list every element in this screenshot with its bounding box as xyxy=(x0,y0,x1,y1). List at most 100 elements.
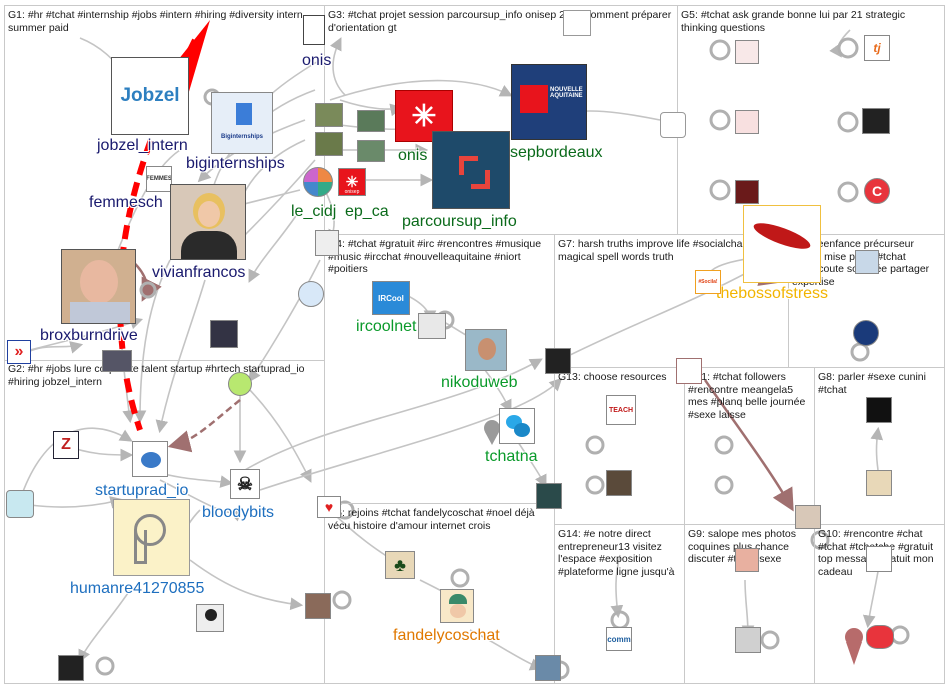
nikoduweb-avatar[interactable] xyxy=(465,329,507,371)
avatar-node[interactable] xyxy=(210,320,238,348)
avatar-node[interactable] xyxy=(418,313,446,339)
z-logo-node[interactable]: Z xyxy=(53,431,79,459)
avatar-node[interactable] xyxy=(315,230,339,256)
avatar-node[interactable] xyxy=(563,10,591,36)
edge xyxy=(78,589,131,663)
humanre-avatar[interactable] xyxy=(113,499,190,576)
biginternships-avatar[interactable]: Biginternships xyxy=(211,92,273,154)
double-chevron-icon: » xyxy=(14,343,24,360)
node-placeholder xyxy=(709,179,731,201)
heart-logo-node[interactable]: ♥ xyxy=(317,496,341,518)
jobzel-intern-avatar[interactable]: Jobzel xyxy=(111,57,189,135)
avatar-node[interactable] xyxy=(866,397,892,423)
edge xyxy=(167,399,241,453)
seal-logo-node[interactable] xyxy=(853,320,879,346)
tj-logo-node[interactable]: tj xyxy=(864,35,890,61)
avatar-node[interactable] xyxy=(660,112,686,138)
tree-avatar[interactable]: ♣ xyxy=(385,551,415,579)
avatar-node[interactable] xyxy=(305,593,331,619)
ircoolnet-logo-text: IRCool xyxy=(378,293,404,303)
lime-logo-node[interactable] xyxy=(228,372,252,396)
group-label-g2: G2: #hr #jobs lure corporate talent star… xyxy=(8,363,305,388)
teach-logo-node[interactable]: TEACH xyxy=(606,395,636,425)
cap-icon xyxy=(449,594,467,604)
avatar-node[interactable] xyxy=(102,350,132,372)
onis-top-avatar[interactable] xyxy=(303,15,325,45)
avatar-node[interactable] xyxy=(606,470,632,496)
tj-logo-text: tj xyxy=(873,41,881,55)
group-label-g3: G3: #tchat projet session parcoursup_inf… xyxy=(328,9,672,34)
onisep-small-avatar[interactable]: ✳ onisep xyxy=(338,168,366,196)
globe-avatar[interactable] xyxy=(298,281,324,307)
avatar-node[interactable] xyxy=(545,348,571,374)
edge xyxy=(155,279,206,434)
node-label-ircoolnet: ircoolnet xyxy=(356,318,417,335)
onisep-logo-square xyxy=(520,85,548,113)
group-label-g4: G4: #tchat #gratuit #irc #rencontres #mu… xyxy=(328,238,542,275)
edge xyxy=(329,37,346,96)
avatar-node[interactable] xyxy=(862,108,890,134)
parcoursup-info-avatar[interactable] xyxy=(432,131,510,209)
avatar-node[interactable] xyxy=(735,627,761,653)
avatar-node[interactable] xyxy=(866,470,892,496)
node-placeholder xyxy=(837,37,859,59)
avatar-node[interactable] xyxy=(676,358,702,384)
thebossofstress-avatar[interactable] xyxy=(743,205,821,283)
group-box-g5 xyxy=(677,5,945,235)
parcoursup-arrow-icon xyxy=(471,170,490,189)
red-logo-node[interactable]: C xyxy=(864,178,890,204)
node-label-ep-ca: ep_ca xyxy=(345,203,389,220)
avatar-node[interactable] xyxy=(196,604,224,632)
node-label-fandelycoschat: fandelycoschat xyxy=(393,627,500,644)
teach-logo-text: TEACH xyxy=(608,406,634,414)
comm-logo-node[interactable]: comm xyxy=(606,627,632,651)
person-face-icon xyxy=(478,338,496,360)
placeholder-body-icon xyxy=(134,530,147,564)
red-badge-node[interactable] xyxy=(866,625,894,649)
wand-icon xyxy=(751,218,813,254)
sepbordeaux-avatar[interactable]: NOUVELLE AQUITAINE xyxy=(511,64,587,140)
node-placeholder xyxy=(585,475,605,495)
avatar-node[interactable] xyxy=(735,180,759,204)
socila-logo-node[interactable]: #Socila! xyxy=(695,270,721,294)
node-label-jobzel-intern: jobzel_intern xyxy=(97,137,188,154)
onisep-star-icon: ✳ xyxy=(411,99,437,133)
avatar-node[interactable] xyxy=(735,548,759,572)
nouvelle-aquitaine-text: NOUVELLE AQUITAINE xyxy=(550,87,583,99)
group-box-g10 xyxy=(814,524,945,684)
bloodybits-avatar[interactable]: ☠ xyxy=(230,469,260,499)
image-node[interactable] xyxy=(357,140,385,162)
node-label-humanre41270855: humanre41270855 xyxy=(70,580,205,597)
avatar-node[interactable] xyxy=(866,546,892,572)
le-cidj-avatar[interactable] xyxy=(303,167,333,197)
vivianfrancos-avatar[interactable] xyxy=(170,184,246,260)
node-placeholder xyxy=(714,475,734,495)
avatar-node[interactable] xyxy=(795,505,821,529)
image-node[interactable] xyxy=(315,103,343,127)
startuprad-logo-icon xyxy=(141,452,161,468)
chevron-logo-node[interactable]: » xyxy=(7,340,31,364)
avatar-node[interactable] xyxy=(735,40,759,64)
node-placeholder xyxy=(760,630,780,650)
edge xyxy=(610,554,624,619)
node-label-vivianfrancos: vivianfrancos xyxy=(152,264,246,281)
femmes-logo-node[interactable]: FEMMES xyxy=(146,166,172,192)
edge xyxy=(469,629,543,671)
image-node[interactable] xyxy=(315,132,343,156)
node-placeholder xyxy=(139,281,157,299)
avatar-node[interactable] xyxy=(58,655,84,681)
pin-marker xyxy=(846,642,862,665)
startuprad-io-avatar[interactable] xyxy=(132,441,168,477)
fandelycoschat-avatar[interactable] xyxy=(440,589,474,623)
avatar-node[interactable] xyxy=(735,110,759,134)
jobzel-logo-text: Jobzel xyxy=(120,85,180,106)
tchatna-avatar[interactable] xyxy=(499,408,535,444)
avatar-node[interactable] xyxy=(536,483,562,509)
brain-logo-node[interactable] xyxy=(6,490,34,518)
group-label-g9: G9: salope mes photos coquines plus chan… xyxy=(688,528,796,565)
broxburndrive-avatar[interactable] xyxy=(61,249,136,324)
image-node[interactable] xyxy=(357,110,385,132)
avatar-node[interactable] xyxy=(855,250,879,274)
ircoolnet-avatar[interactable]: IRCool xyxy=(372,281,410,315)
avatar-node[interactable] xyxy=(535,655,561,681)
